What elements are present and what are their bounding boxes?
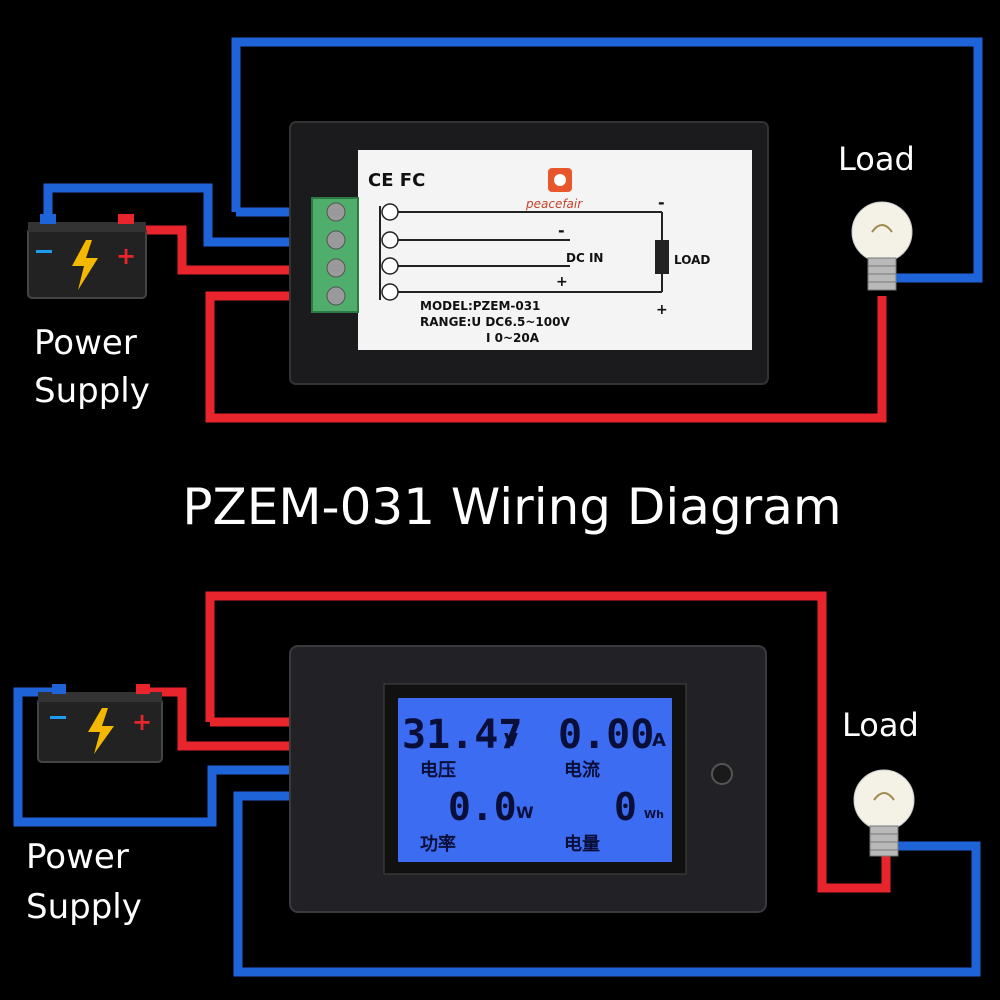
load-text: LOAD (674, 253, 710, 267)
meter-button[interactable] (711, 763, 733, 785)
lcd-voltage-value: 31.47 (402, 712, 522, 758)
plus-sign-1: + (556, 274, 568, 290)
terminal-block (311, 197, 359, 313)
lcd-energy-value: 0 (614, 785, 637, 829)
bottom-power-supply-label-line1: Power (26, 837, 129, 877)
lcd-voltage-label: 电压 (420, 759, 456, 781)
top-battery-icon: + (27, 214, 147, 299)
lcd-current-value: 0.00 (558, 712, 654, 758)
label-terminals (381, 203, 399, 301)
certification-marks: CE FC (368, 170, 425, 191)
lcd-screen (398, 698, 672, 862)
lcd-energy-unit: Wh (644, 808, 664, 821)
lcd-voltage-unit: V (504, 730, 518, 751)
diagram-title: PZEM-031 Wiring Diagram (182, 478, 841, 536)
range-current-text: I 0~20A (486, 331, 540, 345)
brand-name: peacefair (525, 197, 583, 211)
lcd-energy-label: 电量 (564, 833, 600, 855)
dc-in-label: DC IN (566, 251, 603, 265)
range-voltage-text: RANGE:U DC6.5~100V (420, 315, 570, 329)
svg-text:+: + (116, 242, 136, 270)
lcd-power-value: 0.0 (448, 785, 517, 829)
minus-sign-1: - (658, 193, 665, 212)
bottom-load-bulb-icon (853, 769, 915, 857)
plus-sign-2: + (656, 302, 668, 318)
top-load-bulb-icon (851, 201, 913, 291)
bottom-power-supply-label-line2: Supply (26, 887, 142, 927)
top-power-supply-label-line1: Power (34, 323, 137, 363)
bottom-battery-icon: + (37, 684, 163, 763)
top-positive-wires (128, 225, 887, 423)
svg-text:+: + (132, 708, 152, 736)
top-power-supply-label-line2: Supply (34, 371, 150, 411)
bottom-positive-wires (148, 591, 891, 893)
model-text: MODEL:PZEM-031 (420, 299, 540, 313)
lcd-power-unit: W (516, 803, 534, 822)
peacefair-logo-icon (548, 168, 572, 192)
bottom-negative-wires (13, 687, 981, 977)
lcd-current-unit: A (652, 730, 666, 751)
minus-sign-2: - (558, 221, 565, 240)
top-load-label: Load (838, 140, 915, 178)
top-diagram: CE FC peacefair - - DC IN LOAD + + MODEL… (27, 37, 983, 423)
load-resistor-symbol (655, 240, 669, 274)
lcd-power-label: 功率 (420, 833, 456, 855)
lcd-current-label: 电流 (564, 759, 600, 781)
bottom-load-label: Load (842, 706, 919, 744)
bottom-diagram: 31.47 V 0.00 A 电压 电流 0.0 W 0 Wh 功率 电量 + (13, 591, 981, 977)
